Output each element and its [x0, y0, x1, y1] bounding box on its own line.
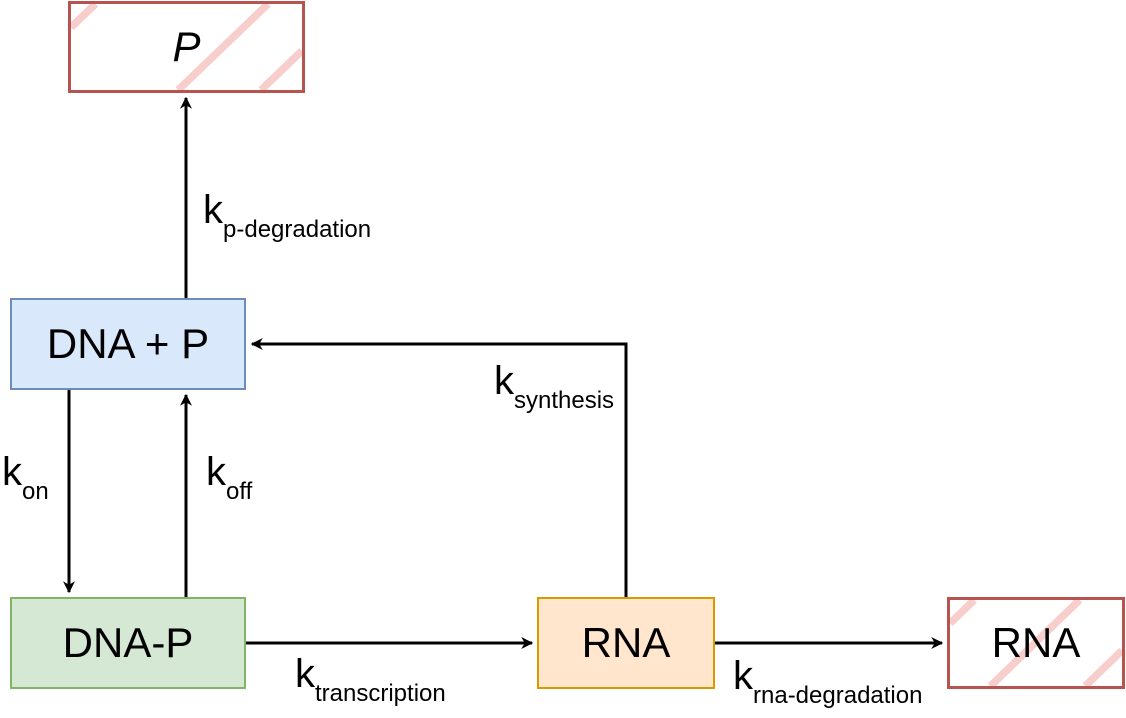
- rate-symbol: k: [206, 450, 226, 494]
- rate-symbol: k: [2, 450, 22, 494]
- node-rna: RNA: [537, 597, 715, 689]
- node-label: RNA: [991, 619, 1081, 666]
- rate-subscript: rna-degradation: [753, 682, 923, 709]
- rate-symbol: k: [295, 652, 315, 696]
- rate-symbol: k: [203, 188, 223, 232]
- rate-subscript: p-degradation: [223, 216, 372, 243]
- node-label: P: [172, 23, 201, 70]
- rate-subscript: on: [22, 478, 49, 505]
- hatch-pattern: [71, 4, 302, 90]
- node-rna-degraded: RNA: [947, 597, 1125, 689]
- node-label: DNA-P: [62, 619, 194, 666]
- label-k-off: koff: [206, 450, 252, 504]
- node-p-degraded: P: [68, 1, 305, 93]
- node-label: DNA + P: [46, 320, 210, 367]
- rate-symbol: k: [733, 654, 753, 698]
- hatch-pattern: [950, 600, 1122, 686]
- rate-subscript: off: [226, 478, 253, 505]
- node-dna-p: DNA-P: [10, 597, 246, 689]
- rate-subscript: synthesis: [514, 387, 615, 414]
- label-k-transcription: ktranscription: [295, 652, 446, 706]
- label-k-on: kon: [2, 450, 49, 504]
- rate-symbol: k: [494, 359, 514, 403]
- rate-subscript: transcription: [315, 680, 446, 707]
- node-dna-plus-p: DNA + P: [10, 298, 246, 390]
- label-k-rna-degradation: krna-degradation: [733, 654, 922, 708]
- label-k-p-degradation: kp-degradation: [203, 188, 371, 242]
- label-k-synthesis: ksynthesis: [494, 359, 614, 413]
- edge-synthesis: [250, 338, 628, 597]
- node-label: RNA: [581, 619, 671, 666]
